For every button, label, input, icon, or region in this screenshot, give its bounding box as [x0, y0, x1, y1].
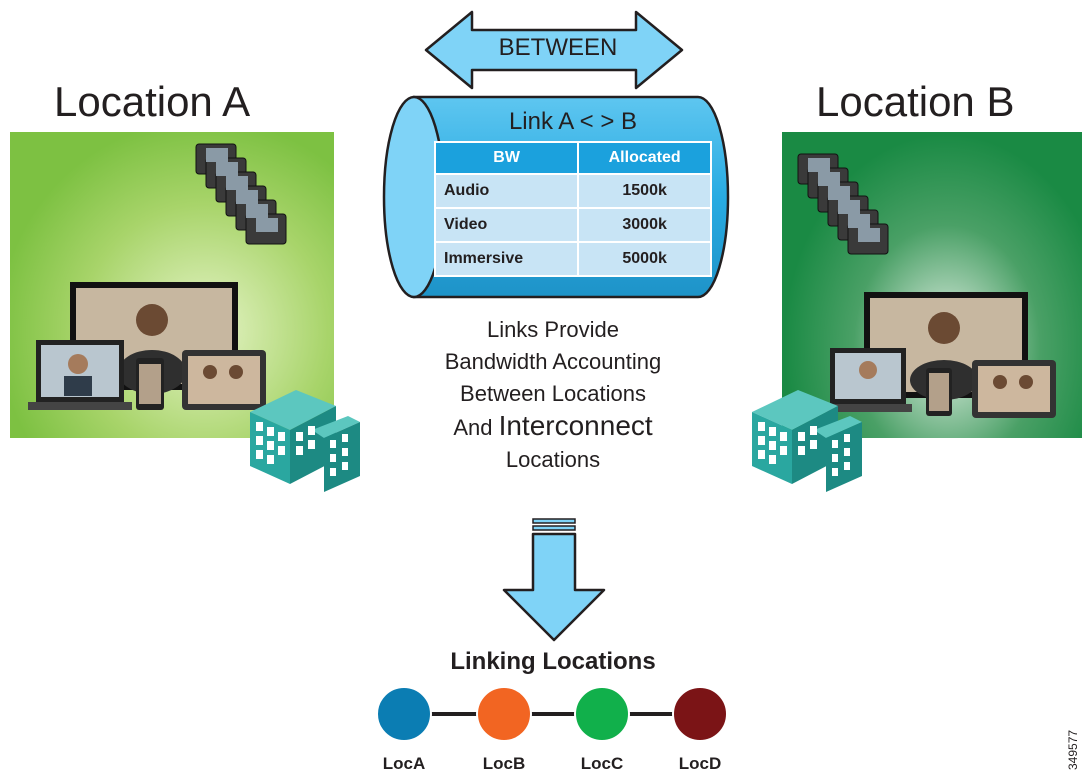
- cell-bw: Video: [433, 207, 580, 243]
- table-row: Immersive 5000k: [433, 241, 712, 277]
- table-row: Video 3000k: [433, 207, 712, 243]
- table-header-row: BW Allocated: [433, 141, 712, 175]
- laptop-icon: [28, 340, 132, 410]
- bandwidth-table: BW Allocated Audio 1500k Video 3000k Imm…: [433, 141, 712, 277]
- building-b-icon: [752, 390, 862, 492]
- description-emphasis: Interconnect: [498, 410, 653, 441]
- column-header-bw: BW: [433, 141, 580, 175]
- phone-stack-icon: [797, 153, 889, 255]
- column-header-allocated: Allocated: [577, 141, 712, 175]
- between-double-arrow-icon: [424, 10, 684, 90]
- location-b-panel: [782, 132, 1082, 438]
- location-b-title: Location B: [816, 78, 1015, 125]
- table-row: Audio 1500k: [433, 173, 712, 209]
- cell-allocated: 3000k: [577, 207, 712, 243]
- description-line: Links Provide: [486, 317, 620, 342]
- building-a-icon: [250, 390, 360, 492]
- location-a-title: Location A: [54, 78, 251, 125]
- location-label-locb: LocB: [482, 754, 526, 773]
- description-line: Locations: [505, 447, 601, 472]
- location-node-locc: [574, 686, 630, 742]
- cell-bw: Immersive: [433, 241, 580, 277]
- link-caption: Link A < > B: [508, 108, 638, 135]
- location-a-panel: [10, 132, 334, 438]
- location-label-locc: LocC: [580, 754, 624, 773]
- location-node-loca: [376, 686, 432, 742]
- cell-allocated: 1500k: [577, 173, 712, 209]
- description-line: Between Locations: [460, 381, 646, 406]
- down-arrow-icon: [502, 518, 606, 642]
- smartphone-icon: [136, 358, 164, 410]
- description-prefix: And: [453, 415, 499, 440]
- description-line: Bandwidth Accounting: [444, 349, 662, 374]
- laptop-icon: [824, 348, 912, 412]
- location-node-locd: [672, 686, 728, 742]
- linking-locations-title: Linking Locations: [450, 648, 656, 675]
- description-text: Links Provide Bandwidth Accounting Betwe…: [376, 314, 730, 476]
- phone-stack-icon: [195, 143, 287, 245]
- location-a-devices-illustration: [28, 143, 287, 410]
- figure-id: 349577: [1066, 729, 1080, 770]
- cell-bw: Audio: [433, 173, 580, 209]
- desktop-video-unit-icon: [182, 350, 266, 410]
- linking-locations-chain: [376, 686, 728, 742]
- desktop-video-unit-icon: [972, 360, 1056, 418]
- cell-allocated: 5000k: [577, 241, 712, 277]
- location-label-loca: LocA: [382, 754, 426, 773]
- smartphone-icon: [926, 368, 952, 416]
- between-label: BETWEEN: [498, 34, 618, 61]
- description-line: And Interconnect: [376, 410, 730, 444]
- location-label-locd: LocD: [678, 754, 722, 773]
- location-b-devices-illustration: [797, 153, 1056, 418]
- location-node-locb: [476, 686, 532, 742]
